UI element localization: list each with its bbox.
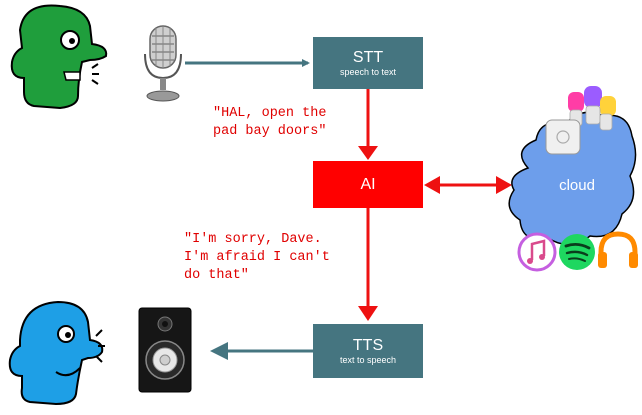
arrow-stt-to-ai-head [358,146,378,160]
itunes-icon [517,232,557,272]
headphones-icon [598,231,638,268]
reply-quote: "I'm sorry, Dave. I'm afraid I can't do … [184,232,330,283]
stt-title: STT [352,48,384,66]
tts-title: TTS [352,336,384,354]
spotify-icon [559,234,595,270]
tts-box: TTS text to speech [313,324,423,378]
arrow-ai-cloud-head-right [496,176,512,194]
speaker-icon [138,307,192,393]
stt-subtitle: speech to text [339,66,397,77]
ai-box: AI [313,161,423,208]
tts-subtitle: text to speech [339,354,397,365]
arrow-ai-to-tts-head [358,306,378,321]
arrow-tts-to-speaker-head [210,342,228,360]
smart-bulbs-icon [545,86,616,155]
talking-head-green-icon [10,4,108,110]
cloud-label: cloud [559,177,595,194]
stt-box: STT speech to text [313,37,423,89]
ai-title: AI [360,175,376,193]
microphone-icon [144,25,182,102]
command-quote: "HAL, open the pad bay doors" [213,106,327,139]
arrow-ai-cloud-head-left [424,176,440,194]
talking-head-blue-icon [8,300,105,406]
